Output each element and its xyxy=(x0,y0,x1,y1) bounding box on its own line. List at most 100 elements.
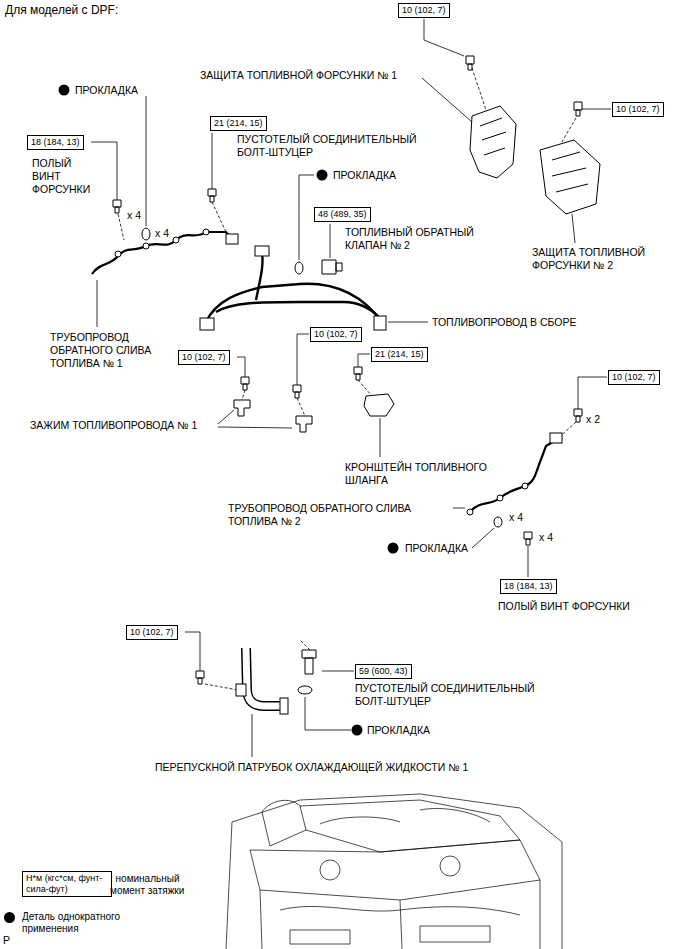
engine-outline xyxy=(232,794,562,949)
part-name: ПОЛЫЙ ВИНТ ФОРСУНКИ xyxy=(32,157,98,196)
coolant-pipe xyxy=(246,648,282,706)
bolt xyxy=(574,409,582,422)
hollow-screw xyxy=(113,200,121,213)
pipe-fitting xyxy=(522,483,528,489)
leader-line xyxy=(380,418,381,457)
pipe-fitting xyxy=(280,698,288,714)
leader-line xyxy=(237,357,245,377)
leader-line xyxy=(299,175,314,260)
torque-value: 18 (184, 13) xyxy=(504,581,553,592)
fuel-pipe xyxy=(206,284,382,322)
leader-line xyxy=(252,714,253,757)
pipe-fitting xyxy=(497,495,503,501)
engine-detail xyxy=(440,856,460,876)
part-name: ПРОКЛАДКА xyxy=(405,542,468,555)
part-name: ПУСТОТЕЛЫЙ СОЕДИНИТЕЛЬНЫЙ БОЛТ-ШТУЦЕР xyxy=(355,682,560,708)
leader-line xyxy=(582,108,611,109)
hollow-screw xyxy=(524,532,532,545)
torque-box: 21 (214, 15) xyxy=(210,116,267,131)
leader-line xyxy=(424,19,464,56)
dashed-guide xyxy=(300,640,310,650)
single-use-dot xyxy=(59,85,70,96)
legend-text: : номинальный момент затяжки xyxy=(110,873,210,897)
torque-box: 59 (600, 43) xyxy=(355,664,412,679)
bolt xyxy=(466,56,474,70)
leader-line xyxy=(305,697,351,730)
leader-line xyxy=(297,334,309,385)
diagram-title: Для моделей с DPF: xyxy=(5,3,118,17)
legend-swatch xyxy=(4,912,15,923)
torque-value: 48 (489, 35) xyxy=(318,209,367,220)
leader-line xyxy=(572,214,575,243)
engine-detail xyxy=(250,840,540,900)
single-use-dot xyxy=(317,170,328,181)
engine-detail xyxy=(260,880,540,949)
part-name: ЗАЩИТА ТОПЛИВНОЙ ФОРСУНКИ № 2 xyxy=(532,246,682,272)
bolt xyxy=(196,671,204,684)
single-use-dots xyxy=(59,85,399,736)
pipe-fitting xyxy=(374,316,386,330)
torque-box: 10 (102, 7) xyxy=(178,350,230,365)
pipe-fitting xyxy=(200,318,214,330)
leader-line xyxy=(358,354,370,367)
dashed-guide xyxy=(242,390,245,400)
part-name: P xyxy=(3,934,10,947)
torque-box: 10 (102, 7) xyxy=(398,3,450,18)
part-name: ТОПЛИВНЫЙ ОБРАТНЫЙ КЛАПАН № 2 xyxy=(345,226,495,252)
engine-outline xyxy=(226,822,232,949)
torque-value: 10 (102, 7) xyxy=(182,352,226,363)
pipe-fitting xyxy=(226,234,238,244)
pipe-fitting xyxy=(203,229,209,235)
torque-box: 48 (489, 35) xyxy=(314,207,371,222)
torque-value: 18 (184, 13) xyxy=(31,137,80,148)
single-use-dot xyxy=(352,725,363,736)
torque-value: 10 (102, 7) xyxy=(130,627,174,638)
engine-sketch xyxy=(226,794,562,949)
fuel-pipe xyxy=(256,252,263,300)
leader-line xyxy=(218,427,292,428)
torque-value: 10 (102, 7) xyxy=(616,104,660,115)
torque-value: 21 (214, 15) xyxy=(214,118,263,129)
bolt xyxy=(293,385,301,398)
leader-line xyxy=(472,528,494,548)
pipe-clamp xyxy=(296,416,312,432)
leader-line xyxy=(185,632,200,671)
engine-detail xyxy=(280,906,520,915)
leader-line xyxy=(330,224,331,258)
torque-box: 21 (214, 15) xyxy=(371,347,428,362)
leader-line xyxy=(212,133,213,189)
bolt xyxy=(241,377,249,390)
torque-box: 10 (102, 7) xyxy=(126,625,178,640)
torque-value: 10 (102, 7) xyxy=(314,329,358,340)
engine-detail xyxy=(300,800,520,852)
torque-box: 10 (102, 7) xyxy=(612,102,664,117)
torque-box: 18 (184, 13) xyxy=(500,579,557,594)
legend-text: Деталь однократного применения xyxy=(22,911,140,935)
leader-lines xyxy=(91,19,611,757)
torque-value: 10 (102, 7) xyxy=(402,5,446,16)
coolant-pipe xyxy=(246,648,282,706)
dashed-guide xyxy=(212,202,226,232)
quantity-mark: x 4 xyxy=(509,511,523,524)
dashed-guide xyxy=(297,398,305,416)
torque-value: 21 (214, 15) xyxy=(375,349,424,360)
quantity-mark: x 4 xyxy=(155,227,169,240)
part-name: КРОНШТЕЙН ТОПЛИВНОГО ШЛАНГА xyxy=(345,461,515,487)
torque-box: 10 (102, 7) xyxy=(310,327,362,342)
leader-line xyxy=(578,377,607,409)
hose-bracket xyxy=(364,394,394,416)
engine-detail xyxy=(320,860,340,880)
part-name: ЗАЩИТА ТОПЛИВНОЙ ФОРСУНКИ № 1 xyxy=(200,69,397,82)
part-name: ПРОКЛАДКА xyxy=(333,169,396,182)
leader-line xyxy=(146,96,147,226)
engine-detail xyxy=(320,809,490,825)
quantity-mark: x 4 xyxy=(127,209,141,222)
part-name: ПРОКЛАДКА xyxy=(367,724,430,737)
part-name: ТРУБОПРОВОД ОБРАТНОГО СЛИВА ТОПЛИВА № 1 xyxy=(50,331,170,370)
legend-torque-box: Н*м (кгс*см, фунт-сила-фут) xyxy=(22,871,112,897)
pipe-clamp xyxy=(234,400,250,416)
torque-value: 59 (600, 43) xyxy=(359,666,408,677)
part-name: ТОПЛИВОПРОВОД В СБОРЕ xyxy=(432,316,576,329)
union-bolt xyxy=(302,650,316,674)
engine-detail xyxy=(290,926,490,944)
